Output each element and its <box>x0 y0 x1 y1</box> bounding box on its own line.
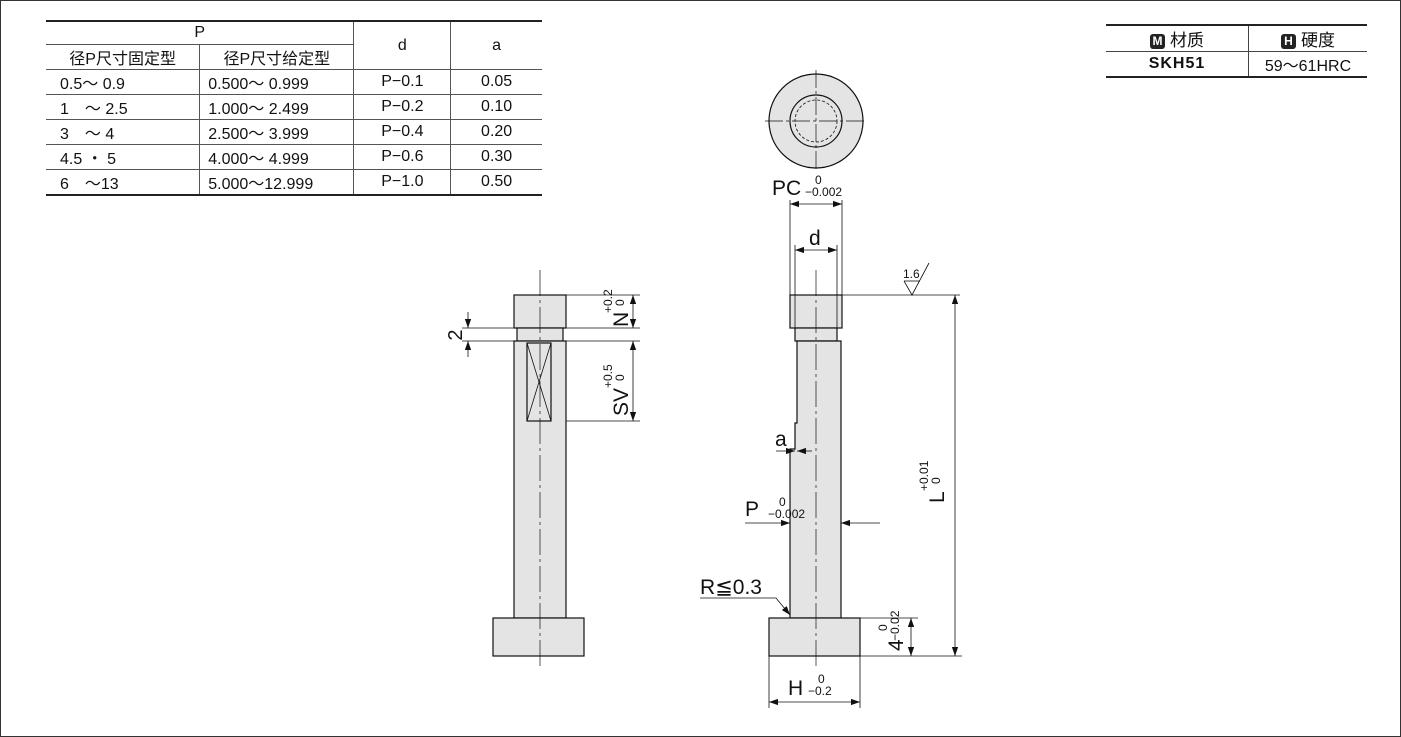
label-N: N <box>610 312 633 327</box>
cell-d: P−0.6 <box>353 144 452 170</box>
tol-PC-lower: −0.002 <box>805 185 842 199</box>
tol-SV-lower: 0 <box>613 374 627 381</box>
material-header: M 材质 <box>1106 24 1249 52</box>
tol-N-lower: 0 <box>613 299 627 306</box>
label-L: L <box>926 491 949 503</box>
table-row: 6 ～13 5.000～12.999 P−1.0 0.50 <box>46 169 542 196</box>
hardness-badge-icon: H <box>1281 34 1296 49</box>
base-flange <box>492 617 585 657</box>
base-flange <box>768 617 861 657</box>
table-row: 0.5～ 0.9 0.500～ 0.999 P−0.1 0.05 <box>46 69 542 95</box>
material-table: M 材质 H 硬度 SKH51 59～61HRC <box>1106 24 1367 78</box>
cell-given: 4.000～ 4.999 <box>199 144 355 170</box>
tol-P-upper: 0 <box>779 495 786 509</box>
hardness-header: H 硬度 <box>1248 24 1367 52</box>
side-view-dimensions <box>462 294 640 422</box>
cell-d: P−0.1 <box>353 69 452 95</box>
cell-given: 0.500～ 0.999 <box>199 69 355 95</box>
cell-fixed: 1 ～ 2.5 <box>46 94 201 120</box>
tol-PC-upper: 0 <box>815 173 822 187</box>
tol-L-upper: +0.01 <box>917 460 931 491</box>
front-view <box>768 270 861 670</box>
cell-a: 0.10 <box>450 94 542 120</box>
subheader-given: 径P尺寸给定型 <box>199 44 355 70</box>
material-badge-icon: M <box>1150 34 1165 49</box>
label-SV: SV <box>610 388 633 416</box>
label-PC: PC <box>772 177 801 200</box>
side-view-labels: 2 N +0.2 0 SV +0.5 0 <box>445 289 633 416</box>
cell-given: 2.500～ 3.999 <box>199 119 355 145</box>
header-a: a <box>450 20 542 70</box>
label-R: R≦0.3 <box>700 576 762 599</box>
cell-a: 0.05 <box>450 69 542 95</box>
material-label: 材质 <box>1170 31 1204 50</box>
table-row: 1 ～ 2.5 1.000～ 2.499 P−0.2 0.10 <box>46 94 542 120</box>
cell-given: 5.000～12.999 <box>199 169 355 196</box>
header-p: P <box>46 20 355 45</box>
cell-given: 1.000～ 2.499 <box>199 94 355 120</box>
shank <box>789 340 842 619</box>
tol-SV-upper: +0.5 <box>601 364 615 388</box>
label-d: d <box>809 227 821 250</box>
cell-fixed: 0.5～ 0.9 <box>46 69 201 95</box>
dimension-table: P d a 径P尺寸固定型 径P尺寸给定型 0.5～ 0.9 0.500～ 0.… <box>46 20 542 196</box>
top-view-labels: PC 0 −0.002 <box>772 173 842 200</box>
cell-fixed: 3 ～ 4 <box>46 119 201 145</box>
subheader-fixed: 径P尺寸固定型 <box>46 44 201 70</box>
cell-d: P−1.0 <box>353 169 452 196</box>
table-row: 3 ～ 4 2.500～ 3.999 P−0.4 0.20 <box>46 119 542 145</box>
material-value: SKH51 <box>1106 51 1249 78</box>
tol-H-lower: −0.2 <box>808 684 832 698</box>
top-view <box>765 70 867 172</box>
tol-P-lower: −0.002 <box>768 507 805 521</box>
hardness-value: 59～61HRC <box>1248 51 1367 78</box>
cell-fixed: 4.5 ・ 5 <box>46 144 201 170</box>
tol-4-upper: 0 <box>876 624 890 631</box>
label-H: H <box>788 677 803 700</box>
tol-N-upper: +0.2 <box>601 289 615 313</box>
label-a: a <box>775 428 787 451</box>
surface-roughness: 1.6 <box>903 267 920 281</box>
cell-a: 0.20 <box>450 119 542 145</box>
tol-H-upper: 0 <box>818 672 825 686</box>
header-d: d <box>353 20 452 70</box>
front-view-dimensions <box>700 200 962 708</box>
table-row: 4.5 ・ 5 4.000～ 4.999 P−0.6 0.30 <box>46 144 542 170</box>
tol-L-lower: 0 <box>929 477 943 484</box>
label-P: P <box>745 498 759 521</box>
label-4: 4 <box>885 639 908 651</box>
cell-d: P−0.2 <box>353 94 452 120</box>
cell-fixed: 6 ～13 <box>46 169 201 196</box>
cell-d: P−0.4 <box>353 119 452 145</box>
tol-4-lower: −0.02 <box>888 610 902 641</box>
cell-a: 0.30 <box>450 144 542 170</box>
hardness-label: 硬度 <box>1301 31 1335 50</box>
label-2: 2 <box>445 329 467 340</box>
side-view <box>492 270 585 670</box>
cell-a: 0.50 <box>450 169 542 196</box>
front-view-labels: d 1.6 a P 0 −0.002 R≦0.3 L +0.01 0 4 0 −… <box>700 227 949 700</box>
